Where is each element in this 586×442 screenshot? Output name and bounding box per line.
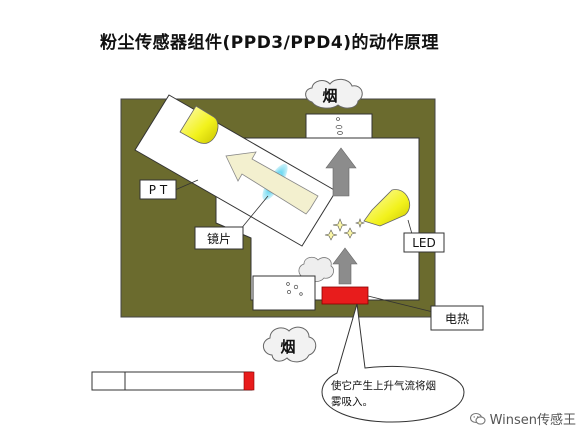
led-leader [407,219,413,235]
smoke-cloud-bottom [263,326,317,363]
callout-text-line1: 使它产生上升气流将烟 [331,379,436,392]
smoke-label-bottom: 烟 [280,338,295,356]
page-title: 粉尘传感器组件(PPD3/PPD4)的动作原理 [100,33,439,53]
smoke-cloud-top [305,78,363,109]
inner-box [252,275,316,311]
led-emitter [363,189,410,227]
lens-leader [239,195,269,231]
airflow-arrow-upper [325,147,357,197]
inner-bubble [293,284,299,290]
pt-label-box [139,179,177,200]
outlet-particle [335,125,343,129]
lens-label: 镜片 [207,231,231,246]
heater-element [321,286,369,305]
outlet-particle [337,131,343,135]
heater-leader [367,295,434,313]
inner-bubble [287,290,291,294]
lens-label-box [194,226,244,250]
callout-bubble [321,303,465,423]
cigarette [91,371,255,391]
inner-bubble [286,282,290,286]
pt-photodetector [179,105,219,144]
heater-label-box [430,305,484,331]
led-label-box [403,232,445,253]
pt-label: P T [149,183,168,197]
watermark: Winsen传感王 [469,409,576,428]
scatter-particles [324,218,365,241]
callout-text-line2: 雾吸入。 [331,396,373,408]
airflow-arrow-lower [332,247,358,285]
heater-label: 电热 [445,312,469,326]
watermark-text: Winsen传感王 [489,413,576,428]
light-path-arrow [225,151,319,215]
led-label: LED [412,236,436,250]
wechat-icon [469,412,486,425]
pt-leader [174,179,199,191]
smoke-label-top: 烟 [322,87,337,105]
inner-bubble [299,292,303,296]
outlet-particle [336,117,340,121]
